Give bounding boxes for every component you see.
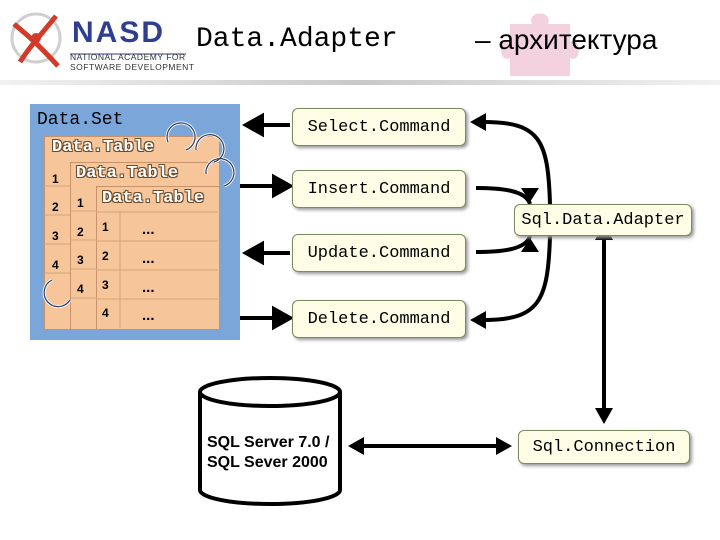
table3-cell-3: ... — [142, 279, 155, 296]
insert-command-box: Insert.Command — [292, 170, 466, 208]
table3-row-2: 2 — [102, 249, 109, 263]
refresh-arrows — [42, 121, 236, 309]
table1-row-2: 2 — [52, 200, 59, 214]
puzzle-decoration-icon — [501, 13, 579, 76]
table3-row-1: 1 — [102, 220, 109, 234]
table2-row-1: 1 — [77, 196, 84, 210]
database-label-line2: SQL Sever 2000 — [207, 454, 328, 471]
logo-subtitle-line1: NATIONAL ACADEMY FOR — [70, 52, 186, 62]
sql-data-adapter-box: Sql.Data.Adapter — [514, 204, 692, 236]
table3-row-3: 3 — [102, 278, 109, 292]
database-cylinder — [198, 376, 342, 506]
data-table-3 — [96, 186, 220, 330]
sql-connection-box: Sql.Connection — [518, 430, 690, 464]
table2-row-2: 2 — [77, 225, 84, 239]
slide-title-text: – архитектура — [475, 24, 658, 55]
logo-subtitle-line2: SOFTWARE DEVELOPMENT — [70, 62, 195, 72]
table2-row-4: 4 — [77, 282, 84, 296]
table3-row-4: 4 — [102, 306, 109, 320]
table3-cell-1: ... — [142, 221, 155, 238]
data-table-1-title: Data.Table — [52, 138, 155, 157]
title-underline — [0, 80, 720, 85]
database-label-line1: SQL Server 7.0 / — [207, 434, 330, 451]
delete-command-box: Delete.Command — [292, 300, 466, 338]
data-table-2-title: Data.Table — [76, 164, 179, 183]
select-command-box: Select.Command — [292, 108, 466, 146]
update-command-box: Update.Command — [292, 234, 466, 272]
table2-row-3: 3 — [77, 253, 84, 267]
dataset-label: Data.Set — [37, 110, 124, 130]
table3-cell-4: ... — [142, 307, 155, 324]
nasd-logo — [10, 12, 186, 68]
table1-row-1: 1 — [52, 172, 59, 186]
table1-row-3: 3 — [52, 229, 59, 243]
table3-cell-2: ... — [142, 250, 155, 267]
slide-title-code: Data.Adapter — [196, 24, 398, 55]
logo-acronym: NASD — [72, 16, 166, 49]
data-table-3-title: Data.Table — [102, 189, 205, 208]
table1-row-4: 4 — [52, 258, 59, 272]
